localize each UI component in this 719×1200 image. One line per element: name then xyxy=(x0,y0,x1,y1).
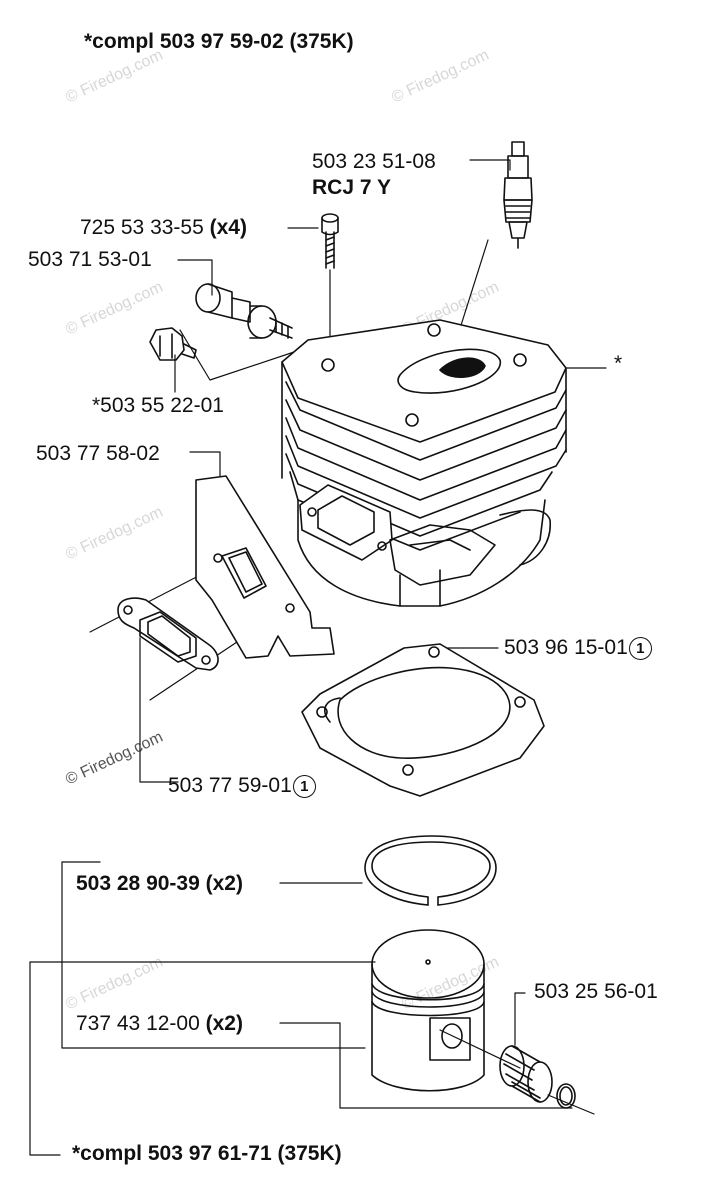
decompression-valve-label: 503 71 53-01 xyxy=(28,248,152,271)
circlip-label: 737 43 12-00 (x2) xyxy=(76,1012,243,1036)
nut xyxy=(149,327,197,361)
exhaust-gasket-part-number: 503 77 59-01 xyxy=(168,774,292,797)
cylinder-label: * xyxy=(614,352,623,375)
screw-part-label: 725 53 33-55 (x4) xyxy=(80,216,247,240)
circlip xyxy=(556,1083,576,1109)
cylinder-gasket-part-number: 503 96 15-01 xyxy=(504,636,628,659)
spark-plug-part-number: 503 23 51-08 xyxy=(312,150,436,173)
note-1-marker: 1 xyxy=(292,775,316,798)
piston-ring xyxy=(364,835,497,906)
plate-label: 503 77 58-02 xyxy=(36,442,160,465)
cylinder xyxy=(281,319,567,607)
screw-quantity: (x4) xyxy=(209,216,247,239)
plate xyxy=(195,475,335,659)
piston-assembly-label: *compl 503 97 61-71 (375K) xyxy=(72,1142,342,1165)
note-1-marker: 1 xyxy=(628,637,652,660)
needle-bearing-label: 503 25 56-01 xyxy=(534,980,658,1003)
cylinder-gasket xyxy=(301,643,545,797)
piston-ring-label: 503 28 90-39 (x2) xyxy=(76,872,243,895)
nut-label: *503 55 22-01 xyxy=(92,394,224,417)
piston xyxy=(371,929,485,1092)
circlip-part-number: 737 43 12-00 xyxy=(76,1012,200,1035)
cylinder-assembly-label: *compl 503 97 59-02 (375K) xyxy=(84,30,354,53)
screw-part-number: 725 53 33-55 xyxy=(80,216,204,239)
circlip-quantity: (x2) xyxy=(205,1012,243,1035)
screw xyxy=(321,213,339,269)
spark-plug xyxy=(503,141,533,249)
spark-plug-type: RCJ 7 Y xyxy=(312,176,391,199)
decompression-valve xyxy=(195,283,293,339)
needle-bearing xyxy=(499,1045,553,1103)
exhaust-gasket xyxy=(117,597,219,671)
